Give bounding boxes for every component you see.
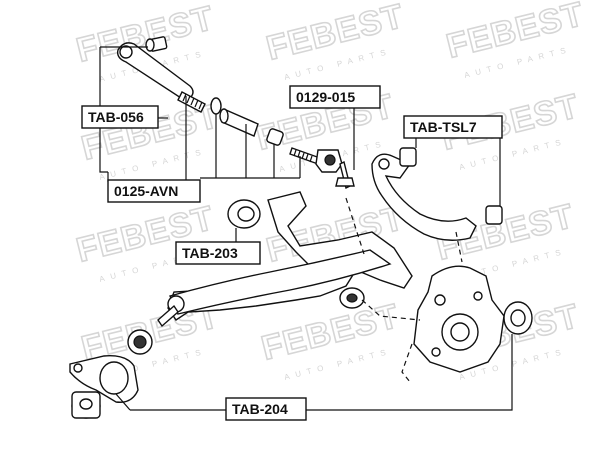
knuckle-hole (434, 294, 446, 306)
knuckle (413, 265, 533, 373)
label-text-0129: 0129-015 (296, 89, 355, 105)
watermark-brand: FEBEST (443, 0, 588, 66)
knuckle-hole (473, 291, 483, 301)
label-avn: 0125-AVN (107, 179, 201, 203)
link-bushing-end (145, 38, 155, 52)
knuckle-bushing-core (510, 309, 526, 327)
bracket-hole (73, 363, 83, 373)
tab203-bushing-core (237, 206, 255, 222)
leader-tab056 (99, 47, 108, 173)
bushing-small (266, 128, 284, 146)
leader-tab204-right (306, 334, 513, 411)
trailing-arm (371, 147, 503, 241)
lower-arm-beam (169, 249, 392, 315)
bolt-0129-head (335, 177, 355, 187)
label-text-tab204: TAB-204 (232, 401, 288, 417)
bushing-ring-core (133, 335, 147, 349)
thread-lines (182, 93, 203, 110)
label-tab204: TAB-204 (225, 397, 307, 421)
center-bushing-core (346, 293, 358, 303)
leader-lines (99, 46, 513, 411)
bracket-bushing (99, 361, 129, 395)
tsl7-bushing-lower (485, 205, 503, 225)
hub-bore-inner (450, 322, 470, 342)
label-text-tab203: TAB-203 (182, 245, 238, 261)
label-box (289, 85, 381, 109)
tsl7-bushing-upper (399, 147, 417, 167)
label-tab203: TAB-203 (175, 241, 261, 265)
bolt-thread (293, 149, 313, 163)
assembly-guides (345, 197, 463, 383)
label-text-avn: 0125-AVN (114, 183, 178, 199)
label-box (81, 105, 159, 129)
guide-line (401, 343, 413, 383)
lower-arm-bolt (157, 304, 179, 328)
label-box (225, 397, 307, 421)
bolt-0129 (335, 160, 355, 190)
label-tsl7: TAB-TSL7 (403, 115, 503, 139)
label-box (175, 241, 261, 265)
label-0129: 0129-015 (289, 85, 381, 109)
label-tab056: TAB-056 (81, 105, 159, 129)
guide-line (345, 197, 365, 255)
label-text-tab056: TAB-056 (88, 109, 144, 125)
ball-joint-stud (324, 154, 336, 166)
lower-control-arm (157, 191, 413, 328)
lateral-link-assembly (116, 36, 343, 173)
knuckle-hole (431, 347, 441, 357)
tab204-assembly (69, 329, 153, 419)
sleeve-end (219, 108, 229, 124)
lateral-link-rod (116, 42, 194, 101)
label-box (107, 179, 201, 203)
watermark-brand: FEBEST (263, 0, 408, 68)
tab204-bushing-core (79, 398, 93, 410)
label-text-tsl7: TAB-TSL7 (410, 119, 477, 135)
leader-tab204-bracket (115, 393, 131, 411)
trailing-arm-eye (378, 158, 390, 170)
label-box (403, 115, 503, 139)
washer (210, 97, 222, 115)
link-eye (119, 45, 133, 59)
